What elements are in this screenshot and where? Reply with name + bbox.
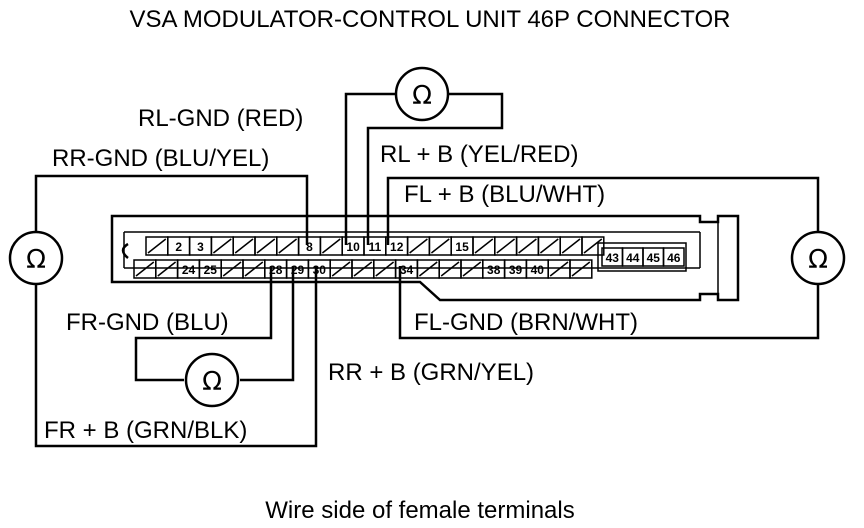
bottom-pin-number: 39 [509,263,523,277]
bottom-blank-slash [157,261,177,277]
top-pin-number: 3 [197,240,204,254]
bottom-pin-number: 28 [269,263,283,277]
label-rl-b: RL + B (YEL/RED) [380,141,579,168]
top-pin-number: 15 [455,240,469,254]
label-rr-b: RR + B (GRN/YEL) [328,359,534,386]
top-blank-slash [518,238,537,254]
fl-b-wire [386,176,820,245]
label-fr-b: FR + B (GRN/BLK) [44,417,247,444]
top-blank-slash [430,238,450,254]
rr-b-wire [34,266,318,448]
end-pin-number: 43 [606,251,620,265]
bottom-pin-number: 30 [313,263,327,277]
top-pin-number: 2 [175,240,182,254]
ohmmeter-top: Ω [394,66,450,122]
top-blank-slash [539,238,559,254]
end-pin-block: 43 44 45 46 [601,247,685,267]
label-fl-gnd: FL-GND (BRN/WHT) [414,309,638,336]
ohmmeter-bottom: Ω [184,352,240,408]
top-blank-slash [321,238,341,254]
top-pin-number: 11 [369,240,382,254]
diagram-title: VSA MODULATOR-CONTROL UNIT 46P CONNECTOR [130,6,731,33]
top-blank-slash [278,238,298,254]
bottom-blank-slash [549,261,569,277]
bottom-blank-slash [331,261,351,277]
ohm-symbol-left: Ω [26,245,46,275]
rl-gnd-wire [344,92,396,245]
top-blank-slash [474,238,494,254]
label-fr-gnd: FR-GND (BLU) [66,309,229,336]
top-blank-slash [409,238,428,254]
top-blank-slash [256,238,276,254]
top-pin-number: 12 [390,240,404,254]
end-cell [662,247,685,267]
ohm-symbol-bottom: Ω [202,367,222,397]
bottom-blank-slash [135,261,155,277]
top-pin-row: 2 3 8 10 11 12 15 [145,236,605,256]
bottom-pin-number: 25 [204,263,218,277]
bottom-pin-number: 24 [182,263,196,277]
rr-gnd-wire [34,174,309,245]
top-pin-number: 8 [306,240,313,254]
bottom-blank-slash [462,261,482,277]
fl-gnd-wire [398,266,820,340]
ohm-symbol-top: Ω [412,81,432,111]
bottom-blank-slash [375,261,395,277]
bottom-pin-number: 40 [531,263,545,277]
bottom-blank-slash [222,261,242,277]
top-blank-slash [561,238,581,254]
ohmmeter-right: Ω [790,230,846,286]
diagram-caption: Wire side of female terminals [265,497,574,524]
top-blank-slash [496,238,516,254]
end-pin-number: 46 [667,251,681,265]
ohm-symbol-right: Ω [808,245,828,275]
label-rl-gnd: RL-GND (RED) [138,105,303,132]
fr-b-wire [240,266,295,382]
bottom-pin-number: 38 [487,263,501,277]
end-pin-number: 45 [647,251,661,265]
bottom-blank-slash [353,261,373,277]
ohmmeter-left: Ω [8,230,64,286]
bottom-blank-slash [571,261,591,277]
top-blank-slash [234,238,254,254]
end-pin-number: 44 [626,251,640,265]
bottom-blank-slash [440,261,460,277]
top-pin-number: 10 [346,240,360,254]
bottom-blank-slash [244,261,264,277]
bottom-blank-slash [418,261,438,277]
connector-body [110,214,740,302]
top-blank-slash [147,238,167,254]
top-cell [581,236,605,256]
label-rr-gnd: RR-GND (BLU/YEL) [52,145,269,172]
bottom-cell [569,259,593,279]
bottom-pin-number: 34 [400,263,414,277]
top-blank-slash [212,238,232,254]
label-fl-b: FL + B (BLU/WHT) [404,181,605,208]
top-blank-slash [583,238,603,254]
wiring [34,92,820,448]
fr-gnd-wire [134,266,273,382]
rl-b-wire [366,92,504,245]
